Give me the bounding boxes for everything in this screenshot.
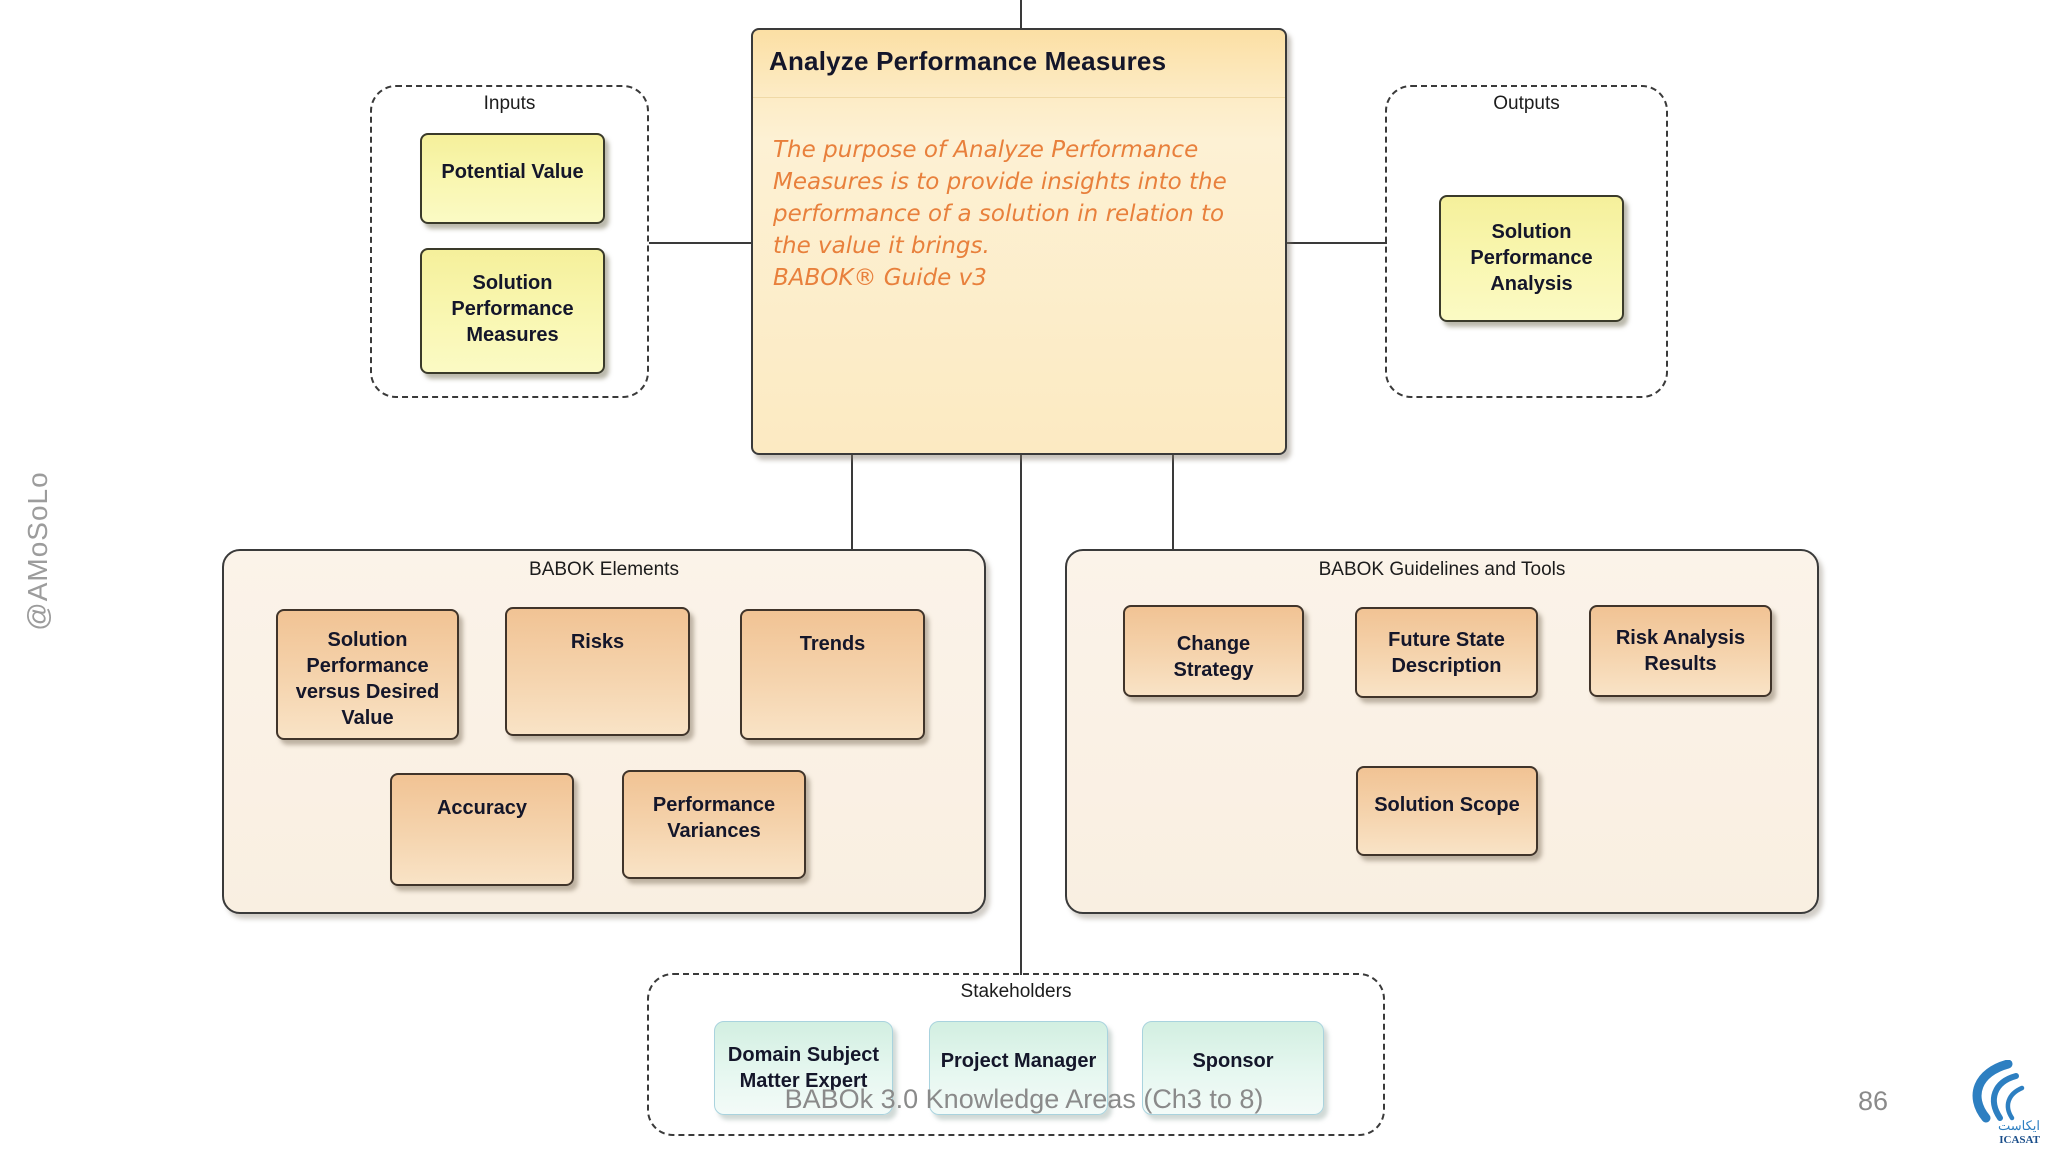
- logo-arabic-text: ايكاست: [1998, 1118, 2040, 1133]
- guidelines-group-label: BABOK Guidelines and Tools: [1318, 559, 1566, 580]
- task-box: Analyze Performance Measures The purpose…: [751, 28, 1287, 455]
- inputs-group-label: Inputs: [483, 93, 536, 114]
- task-title: Analyze Performance Measures: [769, 46, 1167, 76]
- outputs-group: Outputs Solution Performance Analysis: [1385, 85, 1668, 398]
- stakeholders-group-label: Stakeholders: [960, 981, 1072, 1002]
- watermark-text: @AMoSoLo: [22, 471, 53, 631]
- connector-inputs: [649, 242, 753, 244]
- element-node-risks: Risks: [505, 607, 690, 736]
- connector-elements: [851, 453, 853, 551]
- guideline-node-label: Future State Description: [1388, 629, 1505, 677]
- inputs-group: Inputs Potential Value Solution Performa…: [370, 85, 649, 398]
- stakeholder-node-domain-subject-matter-expert: Domain Subject Matter Expert: [714, 1021, 893, 1115]
- page-number: 86: [1858, 1086, 1889, 1116]
- icasat-logo: ايكاست ICASAT: [1956, 1059, 2042, 1146]
- element-node-label: Solution Performance versus Desired Valu…: [295, 629, 440, 729]
- guideline-node-label: Change Strategy: [1173, 633, 1254, 681]
- element-node-performance-variances: Performance Variances: [622, 770, 806, 879]
- element-node-label: Accuracy: [436, 797, 528, 819]
- outputs-group-label: Outputs: [1493, 93, 1560, 114]
- element-node-accuracy: Accuracy: [390, 773, 574, 886]
- guideline-node-risk-analysis-results: Risk Analysis Results: [1589, 605, 1772, 697]
- logo-swoosh-icon: ايكاست ICASAT: [1972, 1059, 2041, 1146]
- task-purpose-text: The purpose of Analyze Performance Measu…: [773, 137, 1227, 259]
- elements-group: BABOK Elements Solution Performance vers…: [222, 549, 986, 914]
- task-header: Analyze Performance Measures: [753, 30, 1285, 98]
- stakeholder-node-label: Domain Subject Matter Expert: [727, 1044, 880, 1092]
- guideline-node-solution-scope: Solution Scope: [1356, 766, 1538, 856]
- logo-latin-text: ICASAT: [1999, 1134, 2040, 1146]
- element-node-label: Trends: [799, 633, 866, 655]
- input-node-solution-performance-measures: Solution Performance Measures: [420, 248, 605, 374]
- guidelines-group: BABOK Guidelines and Tools Change Strate…: [1065, 549, 1819, 914]
- task-source-text: BABOK® Guide v3: [773, 265, 987, 291]
- connector-top: [1020, 0, 1022, 30]
- input-node-label: Solution Performance Measures: [451, 272, 574, 346]
- stakeholder-node-project-manager: Project Manager: [929, 1021, 1108, 1115]
- task-purpose: The purpose of Analyze Performance Measu…: [773, 134, 1251, 294]
- guideline-node-change-strategy: Change Strategy: [1123, 605, 1304, 697]
- element-node-label: Performance Variances: [652, 794, 776, 842]
- input-node-potential-value: Potential Value: [420, 133, 605, 224]
- element-node-label: Risks: [570, 631, 625, 653]
- stakeholders-group: Stakeholders Domain Subject Matter Exper…: [647, 973, 1385, 1136]
- stakeholder-node-sponsor: Sponsor: [1142, 1021, 1324, 1115]
- elements-group-label: BABOK Elements: [529, 559, 679, 580]
- element-node-trends: Trends: [740, 609, 925, 740]
- output-node-solution-performance-analysis: Solution Performance Analysis: [1439, 195, 1624, 322]
- slide-caption: BABOk 3.0 Knowledge Areas (Ch3 to 8): [784, 1084, 1264, 1114]
- element-node-solution-performance-versus-desired-value: Solution Performance versus Desired Valu…: [276, 609, 459, 740]
- guideline-node-label: Risk Analysis Results: [1615, 627, 1746, 675]
- guideline-node-label: Solution Scope: [1374, 794, 1520, 816]
- stakeholder-node-label: Sponsor: [1192, 1050, 1274, 1072]
- input-node-label: Potential Value: [441, 161, 584, 183]
- guideline-node-future-state-description: Future State Description: [1355, 607, 1538, 698]
- connector-stakeholders: [1020, 453, 1022, 975]
- stakeholder-node-label: Project Manager: [940, 1050, 1097, 1072]
- connector-outputs: [1285, 242, 1387, 244]
- output-node-label: Solution Performance Analysis: [1470, 221, 1593, 295]
- connector-guidelines: [1172, 453, 1174, 551]
